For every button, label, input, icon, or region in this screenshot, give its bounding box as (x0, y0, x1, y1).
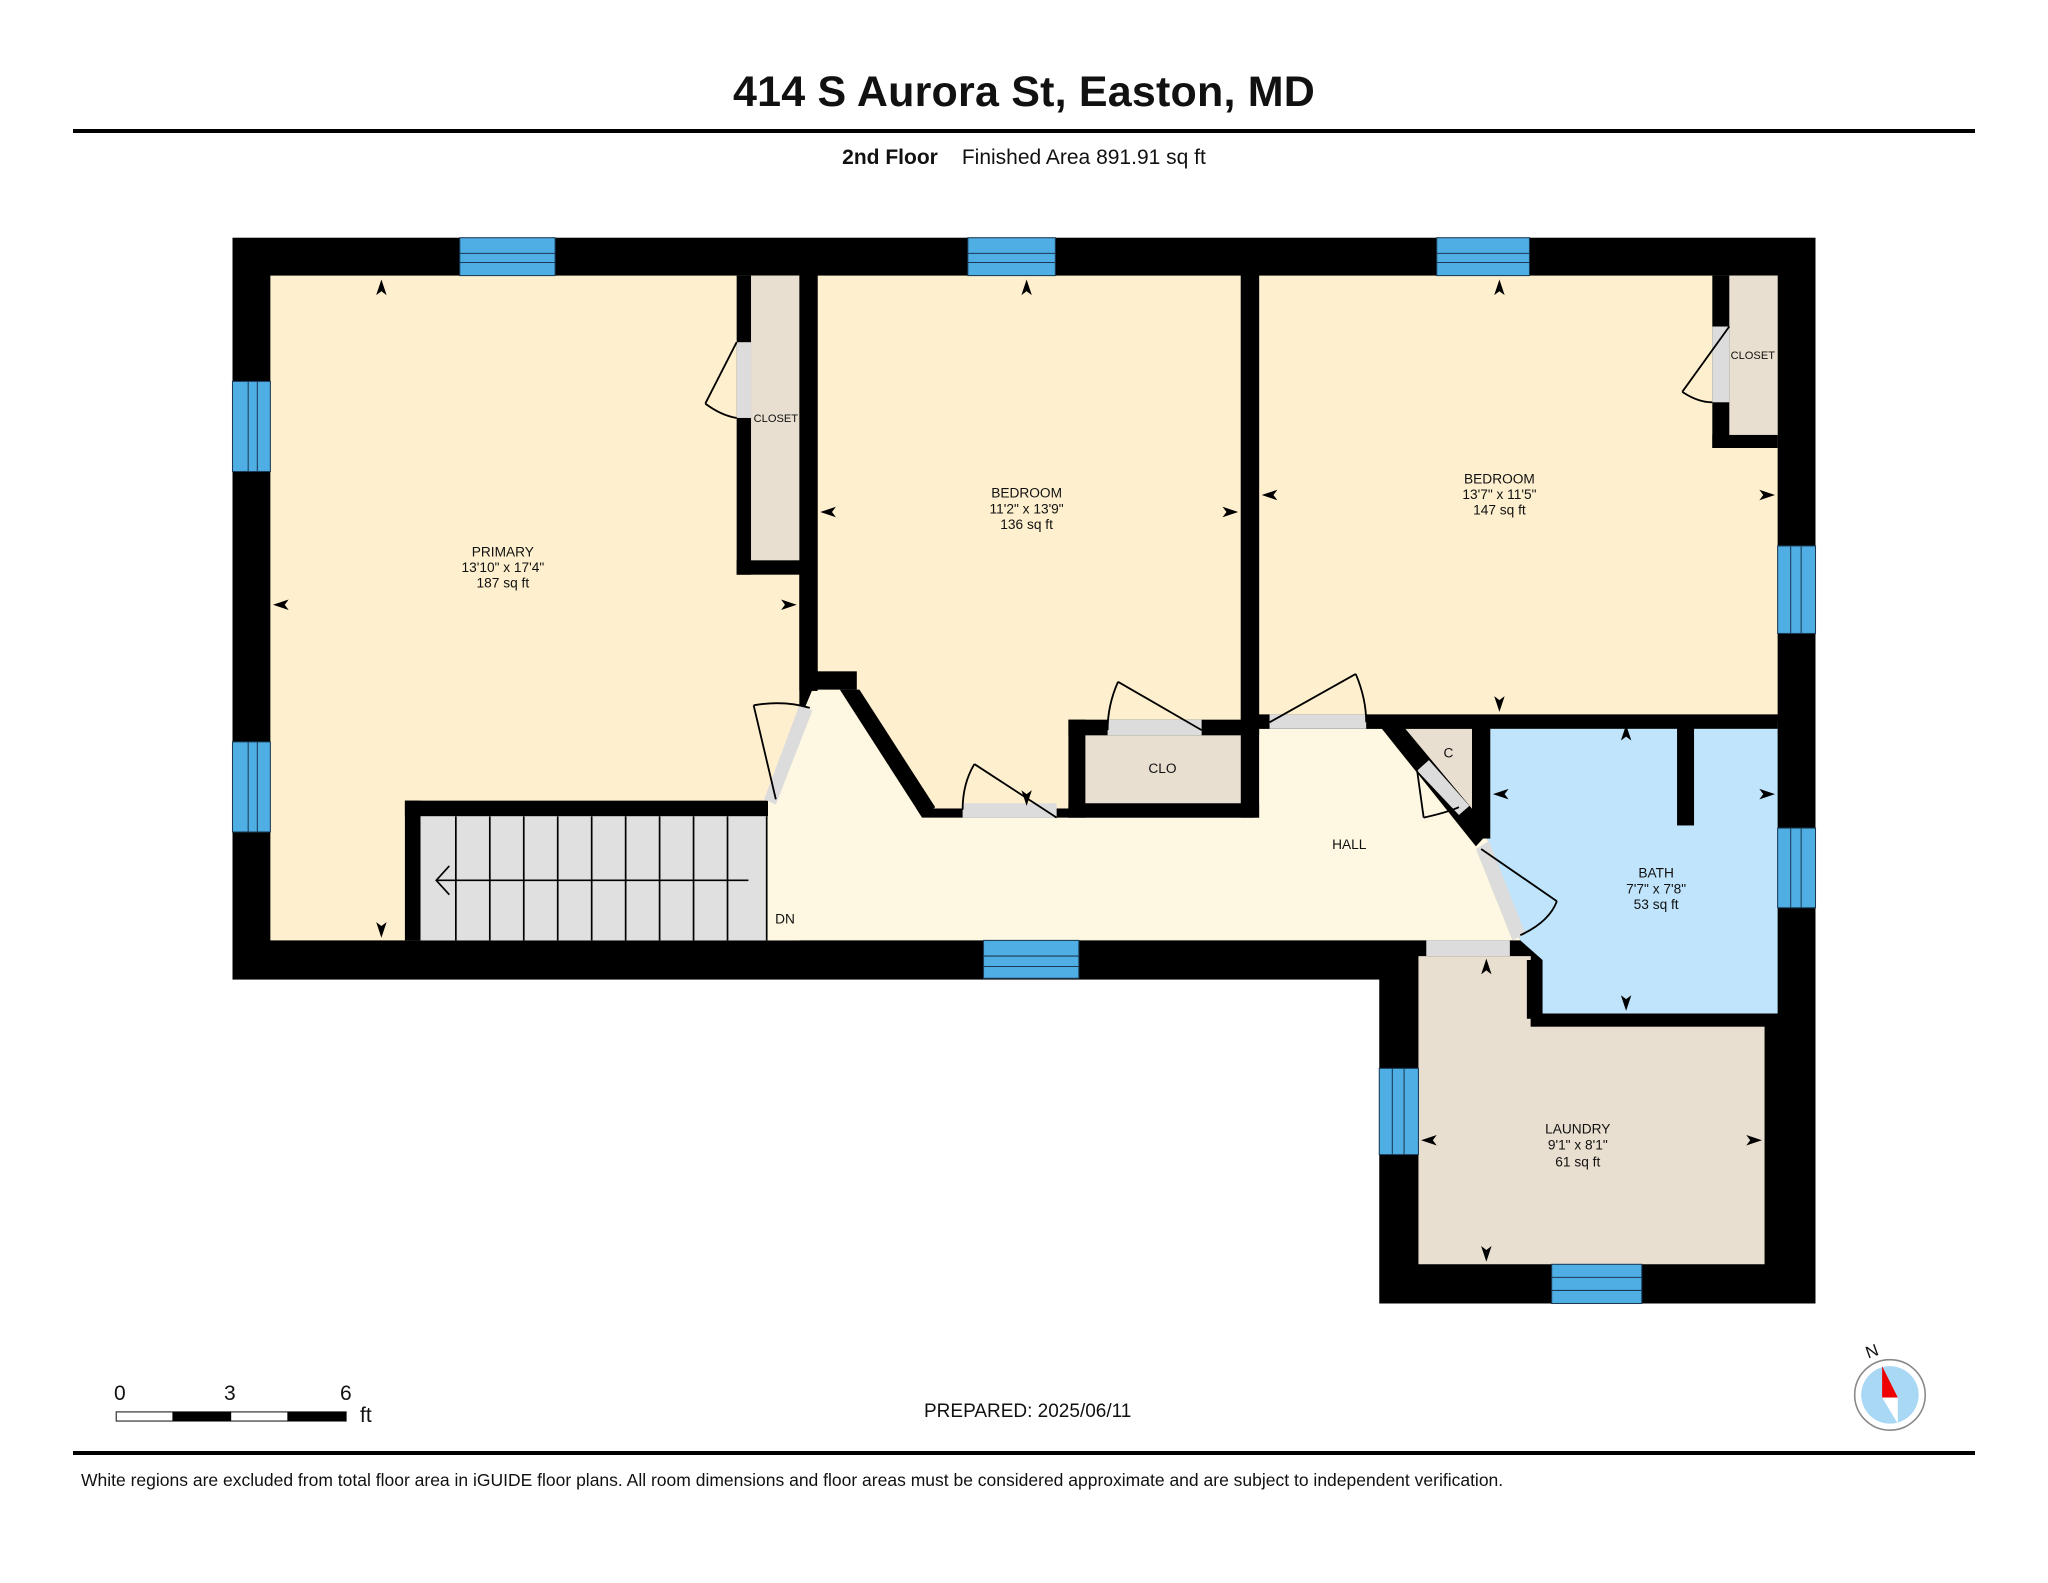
header-divider (73, 129, 1975, 133)
finished-area: Finished Area 891.91 sq ft (961, 146, 1206, 169)
disclaimer-text: White regions are excluded from total fl… (81, 1470, 1504, 1490)
closet-bedroom-2 (1729, 275, 1778, 435)
page-title: 414 S Aurora St, Easton, MD (732, 68, 1316, 116)
room-dims: 13'7" x 11'5" (1462, 487, 1536, 502)
dimension-markers (272, 279, 1776, 1262)
room-fills (270, 275, 1778, 1265)
room-area: 53 sq ft (1634, 897, 1679, 912)
closet-label: CLOSET (1731, 350, 1776, 362)
room-name: PRIMARY (472, 544, 534, 559)
closet-label: C (1444, 746, 1454, 761)
closet-primary (751, 275, 801, 561)
compass-icon (1853, 1358, 1926, 1431)
stairs-label: DN (775, 911, 795, 926)
door-openings (736, 326, 1730, 957)
footer-divider (73, 1451, 1975, 1455)
room-dims: 11'2" x 13'9" (990, 501, 1064, 516)
room-bath (1486, 720, 1778, 1014)
scale-tick-6: 6 (340, 1382, 352, 1405)
room-area: 187 sq ft (477, 576, 530, 591)
closet-label: CLO (1148, 761, 1176, 776)
door-swings (704, 325, 1731, 937)
window (1777, 545, 1817, 634)
closet-label: CLOSET (754, 413, 799, 425)
window (231, 741, 271, 833)
scale-unit: ft (360, 1404, 372, 1427)
scale-tick-0: 0 (114, 1382, 126, 1405)
staircase (420, 816, 768, 941)
floor-name: 2nd Floor (842, 146, 938, 169)
room-bedroom-2 (1259, 275, 1778, 715)
closet-clo (1085, 735, 1241, 804)
room-name: LAUNDRY (1545, 1122, 1610, 1137)
windows (231, 237, 1817, 1305)
prepared-date: PREPARED: 2025/06/11 (924, 1401, 1132, 1422)
room-dims: 13'10" x 17'4" (461, 560, 544, 575)
window (967, 237, 1056, 277)
window (982, 939, 1080, 979)
window (1777, 827, 1817, 909)
room-name: BEDROOM (991, 486, 1062, 501)
scale-bar (115, 1411, 347, 1422)
window (231, 380, 271, 473)
window (1378, 1067, 1419, 1156)
room-area: 136 sq ft (1000, 517, 1053, 532)
room-area: 147 sq ft (1473, 503, 1526, 518)
window (1436, 237, 1530, 277)
room-dims: 7'7" x 7'8" (1626, 881, 1686, 896)
scale-tick-3: 3 (224, 1382, 236, 1405)
room-dims: 9'1" x 8'1" (1548, 1137, 1608, 1152)
hall-label: HALL (1332, 837, 1367, 852)
window (459, 237, 556, 277)
room-laundry (1418, 956, 1765, 1265)
room-name: BEDROOM (1464, 471, 1535, 486)
floor-summary: 2nd Floor Finished Area 891.91 sq ft (0, 146, 2048, 170)
window (1551, 1263, 1643, 1305)
room-name: BATH (1638, 866, 1674, 881)
room-hall (764, 689, 1521, 941)
room-area: 61 sq ft (1555, 1154, 1600, 1169)
